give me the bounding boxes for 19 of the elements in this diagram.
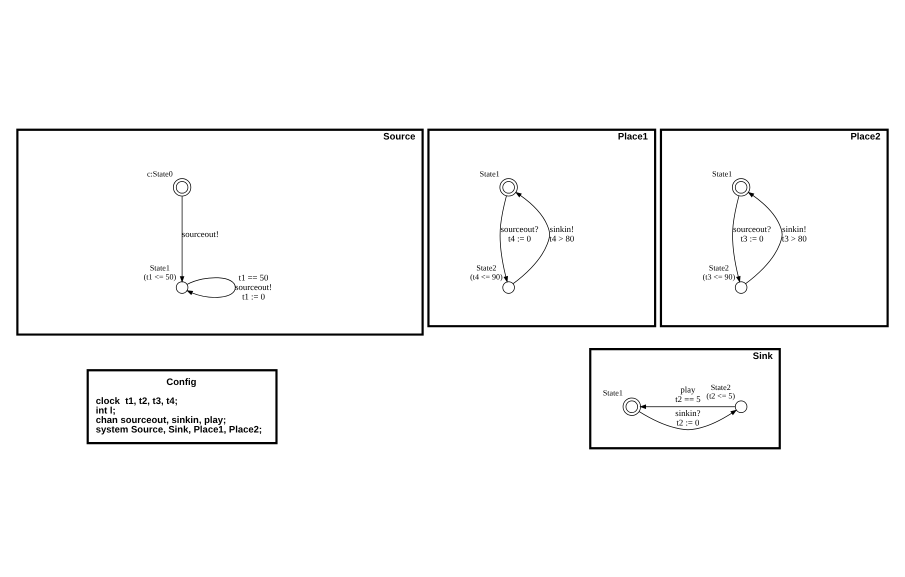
edge-label: sinkin? t2 := 0: [675, 407, 701, 427]
node-label: (t4 <= 90): [470, 272, 503, 281]
edge-label: sinkin! t3 > 80: [782, 224, 807, 244]
node-label: State1: [602, 388, 623, 398]
node-label: State2: [710, 382, 731, 392]
edge-label: sourceout? t4 := 0: [500, 224, 538, 244]
node-label: State2: [476, 263, 496, 272]
node-label: State1: [712, 168, 732, 178]
node-label: State1: [480, 168, 500, 178]
edge-label: sinkin! t4 > 80: [549, 224, 574, 244]
node-label: (t2 <= 5): [706, 391, 736, 400]
edge-label: play t2 == 5: [675, 384, 701, 404]
node-label: (t3 <= 90): [702, 272, 736, 281]
edge-label: t1 == 50 sourceout! t1 := 0: [235, 272, 272, 301]
node-label: (t1 <= 50): [144, 272, 176, 281]
edge-label: sourceout? t3 := 0: [733, 224, 771, 244]
node-label: State1: [150, 263, 170, 272]
node-label: State2: [708, 263, 729, 272]
node-label: c:State0: [146, 168, 173, 178]
